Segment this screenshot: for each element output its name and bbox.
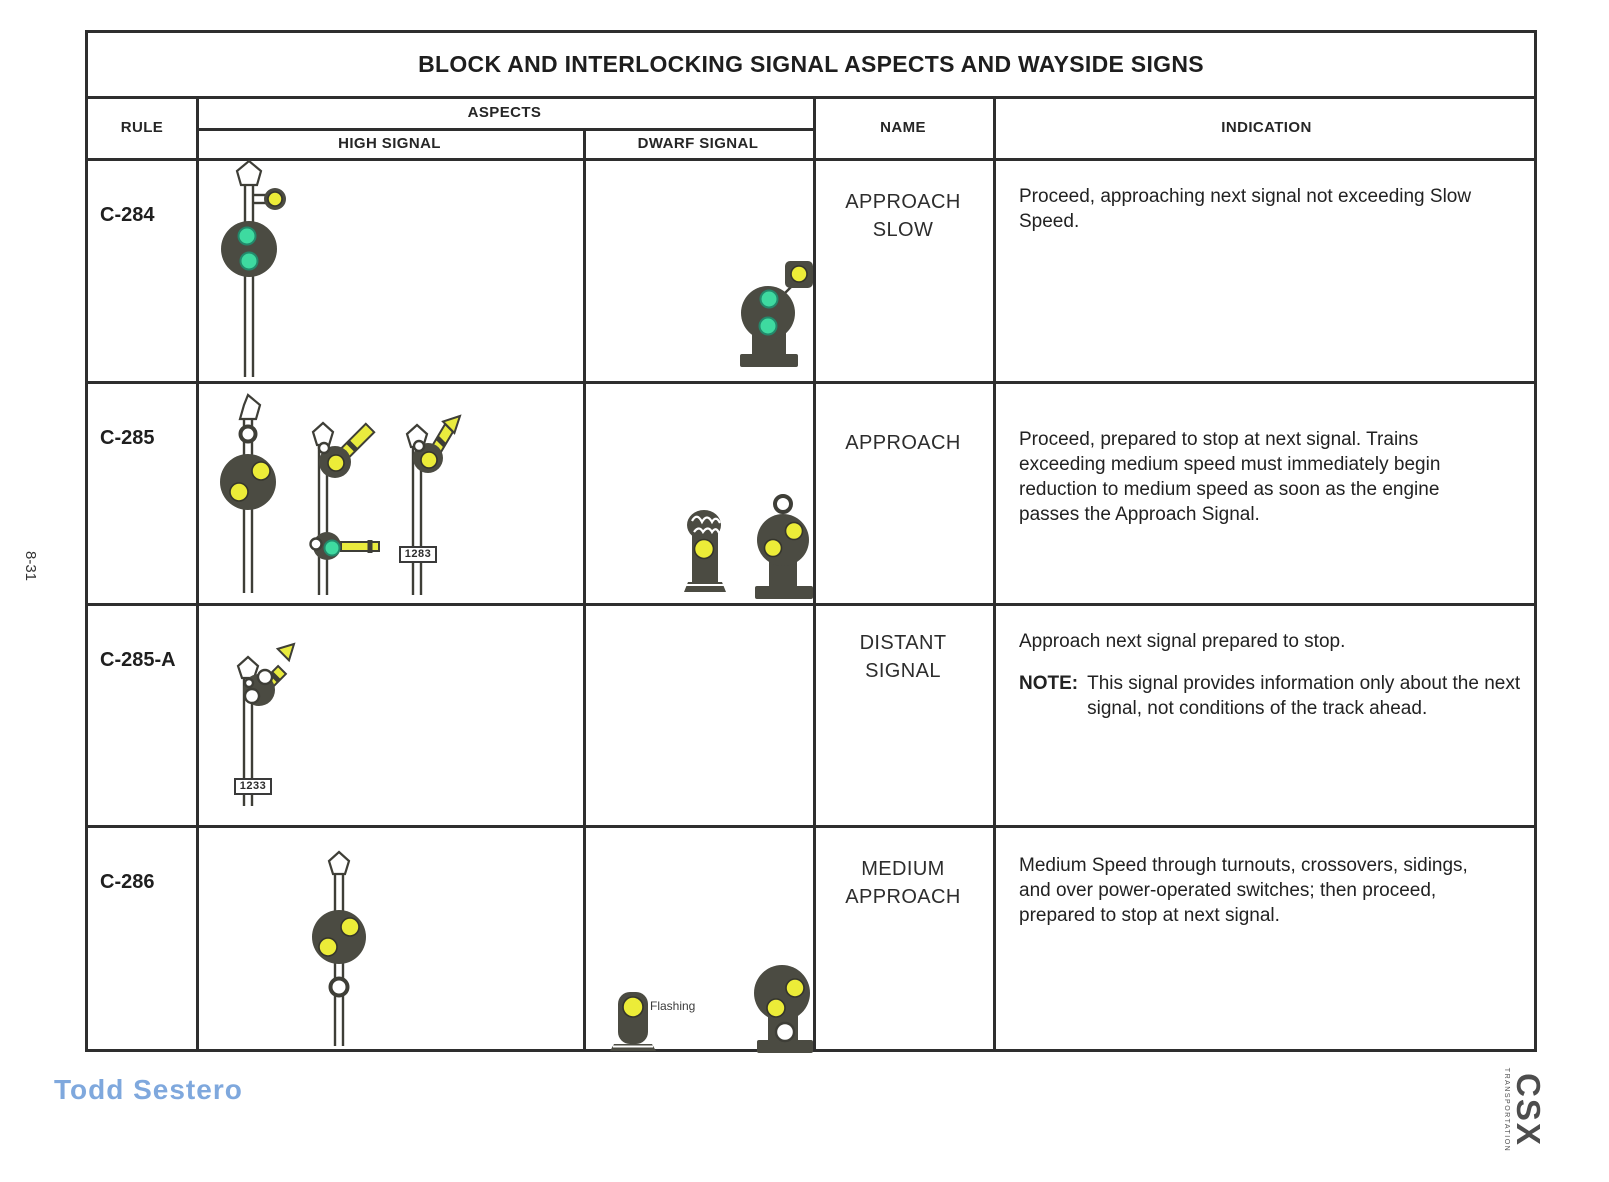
yellow-light-icon (784, 521, 804, 541)
c285-high-signal-semaphore-double-icon (309, 421, 380, 595)
green-light-icon (239, 251, 259, 271)
signal-head (312, 910, 366, 964)
signal-head (221, 221, 277, 277)
finial-icon (235, 159, 263, 187)
divider (88, 96, 1534, 99)
csx-logo-subtext: TRANSPORTATION (1503, 1067, 1510, 1153)
flashing-label: Flashing (650, 999, 696, 1013)
white-light-icon (412, 439, 426, 453)
signal-name: APPROACH (845, 432, 961, 454)
white-light-icon (243, 677, 255, 689)
rule-label: C-285-A (100, 649, 176, 671)
white-light-icon (243, 687, 261, 705)
signal-base (684, 582, 726, 592)
indication-note: NOTE: This signal provides information o… (1019, 671, 1538, 721)
note-label: NOTE: (1019, 673, 1079, 695)
marker-ring-icon (238, 424, 258, 444)
indication-text: Medium Speed through turnouts, crossover… (1019, 855, 1468, 927)
indication-text: Approach next signal prepared to stop. N… (995, 629, 1538, 819)
indication-text: Proceed, approaching next signal not exc… (1019, 186, 1472, 233)
page-number: 8-31 (22, 550, 39, 582)
marker-ring-icon (773, 494, 793, 514)
c286-dwarf-signal-icon (754, 965, 813, 1053)
signal-base (755, 586, 813, 599)
header-aspects: ASPECTS (467, 103, 542, 121)
green-light-icon (758, 316, 778, 336)
number-plate: 1233 (234, 778, 272, 795)
signal-name: APPROACH SLOW (845, 191, 961, 241)
yellow-light-icon (340, 917, 360, 937)
header-indication: INDICATION (1221, 118, 1312, 136)
white-light-icon (317, 441, 331, 455)
arrow-blade-tip-icon (441, 414, 462, 435)
divider (88, 825, 1534, 828)
signal-base (757, 1040, 813, 1053)
yellow-light-icon (420, 451, 438, 469)
table-title: BLOCK AND INTERLOCKING SIGNAL ASPECTS AN… (418, 51, 1204, 77)
divider (583, 128, 586, 1049)
yellow-light-icon (267, 191, 283, 207)
c286-high-signal-icon (312, 850, 366, 1046)
marker-ring-icon (328, 976, 350, 998)
header-name: NAME (880, 118, 926, 136)
green-light-icon (323, 539, 341, 557)
yellow-light-icon (790, 265, 808, 283)
c285a-high-signal-semaphore-icon (236, 642, 296, 806)
finial-icon (327, 850, 351, 876)
white-light-icon (774, 1021, 796, 1043)
divider (88, 158, 1534, 161)
csx-logo: CSX TRANSPORTATION (1485, 1050, 1547, 1170)
yellow-light-icon (318, 937, 338, 957)
arrow-blade-tip-icon (275, 642, 296, 663)
signal-name: MEDIUM APPROACH (845, 858, 961, 908)
c286-dwarf-signal-flashing-icon (610, 992, 656, 1051)
header-rule: RULE (120, 118, 164, 136)
divider (196, 96, 199, 1049)
green-light-icon (237, 226, 257, 246)
finial-icon (311, 421, 335, 447)
c285-dwarf-signal-hooded-icon (684, 510, 726, 592)
finial-icon (238, 393, 262, 421)
green-light-icon (759, 289, 779, 309)
csx-logo-text: CSX (1510, 1073, 1547, 1147)
signal-head (757, 514, 809, 566)
divider (88, 381, 1534, 384)
signal-hood (687, 510, 721, 540)
c285-high-signal-color-light-icon (220, 393, 276, 593)
divider (196, 128, 813, 131)
rule-label: C-284 (100, 204, 155, 226)
signal-name: DISTANT SIGNAL (859, 632, 947, 682)
signal-head (220, 454, 276, 510)
signal-base (740, 354, 798, 367)
yellow-light-icon (622, 996, 644, 1018)
c285-high-signal-semaphore-plate-icon (405, 414, 462, 595)
divider (993, 96, 996, 1049)
semaphore-blade-icon (340, 541, 380, 552)
yellow-light-icon (785, 978, 805, 998)
header-high-signal: HIGH SIGNAL (338, 134, 441, 152)
yellow-light-icon (763, 538, 783, 558)
signal-head (741, 286, 795, 340)
yellow-light-icon (766, 998, 786, 1018)
white-light-icon (256, 668, 274, 686)
yellow-light-icon (251, 461, 271, 481)
c284-dwarf-signal-icon (740, 261, 813, 367)
header-dwarf-signal: DWARF SIGNAL (637, 134, 759, 152)
divider (88, 603, 1534, 606)
c284-high-signal-icon (221, 159, 286, 377)
white-light-icon (309, 537, 323, 551)
number-plate: 1283 (399, 546, 437, 563)
divider (813, 96, 816, 1049)
rule-label: C-286 (100, 871, 155, 893)
rule-label: C-285 (100, 427, 155, 449)
c285-dwarf-signal-icon (755, 494, 813, 599)
yellow-light-icon (229, 482, 249, 502)
indication-text: Proceed, prepared to stop at next signal… (1019, 429, 1441, 526)
yellow-light-icon (693, 538, 715, 560)
author-watermark: Todd Sestero (54, 1074, 243, 1105)
yellow-light-icon (327, 454, 345, 472)
